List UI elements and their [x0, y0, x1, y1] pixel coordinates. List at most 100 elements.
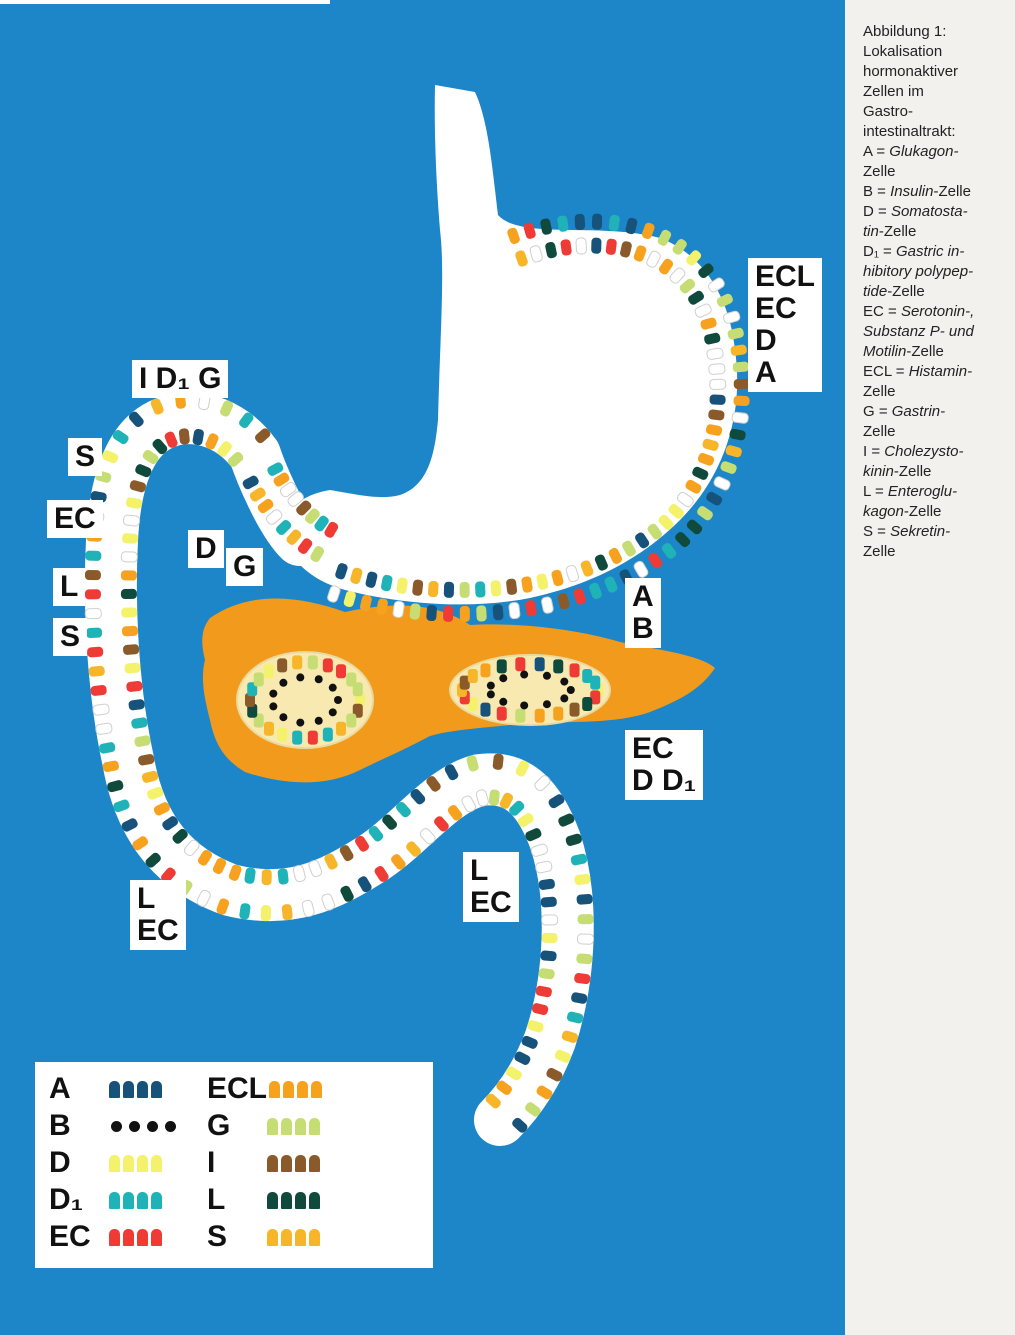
epithelial-cell — [409, 603, 421, 620]
b-cell-dot — [314, 675, 323, 684]
epithelial-cell — [90, 491, 107, 503]
epithelial-cell — [730, 344, 747, 356]
label-s-upper: S — [68, 438, 103, 476]
legend-swatch — [109, 1191, 162, 1209]
caption-line: tin-Zelle — [863, 223, 917, 240]
b-cell-dot — [328, 708, 337, 717]
epithelial-cell — [304, 508, 320, 524]
caption-line: Motilin-Zelle — [863, 343, 944, 360]
epithelial-cell — [657, 229, 672, 246]
caption-line: hibitory polypep- — [863, 263, 974, 280]
epithelial-cell — [677, 491, 694, 508]
epithelial-cell — [571, 992, 588, 1004]
epithelial-cell — [605, 238, 617, 255]
epithelial-cell — [128, 411, 144, 427]
epithelial-cell — [217, 441, 232, 457]
islet-cell — [247, 703, 258, 718]
epithelial-cell — [273, 472, 290, 487]
b-cell-dot — [542, 671, 551, 680]
b-cell-dot — [296, 718, 305, 727]
epithelial-cell — [459, 605, 470, 622]
epithelial-cell — [327, 585, 341, 603]
epithelial-cell — [239, 903, 251, 920]
b-cell-dot — [542, 700, 551, 709]
epithelial-cell — [658, 514, 674, 530]
epithelial-cell — [507, 227, 520, 244]
epithelial-cell — [161, 867, 176, 883]
epithelial-cell — [733, 395, 750, 407]
epithelial-cell — [548, 794, 565, 809]
legend-swatch — [267, 1191, 320, 1209]
islet-cell — [336, 664, 347, 679]
epithelial-cell — [716, 293, 733, 307]
intestine — [84, 392, 594, 1146]
epithelial-cell — [515, 760, 530, 777]
legend-item: A — [49, 1072, 162, 1105]
epithelial-cell — [212, 857, 227, 875]
caption-line: Zellen im — [863, 83, 924, 100]
epithelial-cell — [85, 550, 102, 561]
epithelial-cell — [380, 574, 393, 592]
epithelial-cell — [260, 905, 271, 922]
epithelial-cell — [557, 593, 570, 610]
legend-item: ECL — [207, 1072, 322, 1105]
epithelial-cell — [340, 885, 354, 902]
epithelial-cell — [162, 816, 179, 831]
epithelial-cell — [574, 972, 591, 985]
epithelial-cell — [296, 500, 312, 516]
epithelial-cell — [536, 573, 549, 590]
b-cell-dot — [334, 696, 342, 704]
epithelial-cell — [120, 588, 137, 600]
epithelial-cell — [577, 914, 594, 925]
epithelial-cell — [120, 551, 138, 563]
epithelial-cell — [720, 461, 737, 474]
legend-letter: D — [49, 1146, 71, 1179]
islet-cell — [263, 664, 274, 679]
epithelial-cell — [708, 363, 726, 375]
epithelial-cell — [686, 250, 702, 266]
epithelial-cell — [135, 464, 152, 478]
epithelial-cell — [286, 529, 302, 545]
legend-item: B — [49, 1109, 178, 1142]
epithelial-cell — [622, 540, 636, 557]
caption-line: EC = Serotonin-, — [863, 303, 975, 320]
legend-item: G — [207, 1109, 320, 1142]
islet-cell — [467, 668, 478, 683]
epithelial-cell — [705, 424, 723, 436]
caption-line: I = Cholezysto- — [863, 443, 964, 460]
epithelial-cell — [475, 581, 486, 598]
epithelial-cell — [541, 932, 558, 943]
epithelial-cell — [183, 839, 200, 857]
epithelial-cell — [129, 480, 146, 493]
epithelial-cell — [396, 801, 411, 818]
epithelial-cell — [216, 898, 230, 915]
legend-letter: D₁ — [49, 1183, 84, 1216]
epithelial-cell — [102, 450, 119, 464]
caption-line: intestinaltrakt: — [863, 123, 956, 140]
epithelial-cell — [121, 818, 138, 832]
epithelial-cell — [244, 867, 256, 884]
stomach — [282, 85, 738, 605]
epithelial-cell — [197, 849, 212, 866]
islet-cell — [346, 672, 357, 687]
epithelial-cell — [608, 214, 620, 232]
epithelial-cell — [515, 250, 528, 267]
epithelial-cell — [267, 462, 284, 476]
epithelial-cell — [668, 504, 684, 519]
caption-line: Lokalisation — [863, 43, 943, 60]
epithelial-cell — [461, 795, 476, 813]
islet-cell — [253, 713, 264, 728]
epithelial-cell — [525, 600, 537, 617]
caption-line: S = Sekretin- — [863, 523, 951, 540]
label-pancreas-a: A — [632, 580, 654, 613]
b-cell-dot — [314, 716, 323, 725]
label-pancreas-b: B — [632, 612, 654, 645]
epithelial-cell — [374, 866, 389, 882]
epithelial-cell — [227, 452, 244, 467]
epithelial-cell — [604, 576, 618, 593]
epithelial-cell — [376, 598, 388, 615]
legend-letter: S — [207, 1220, 228, 1253]
epithelial-cell — [428, 580, 439, 598]
caption-line: tide-Zelle — [863, 283, 925, 300]
